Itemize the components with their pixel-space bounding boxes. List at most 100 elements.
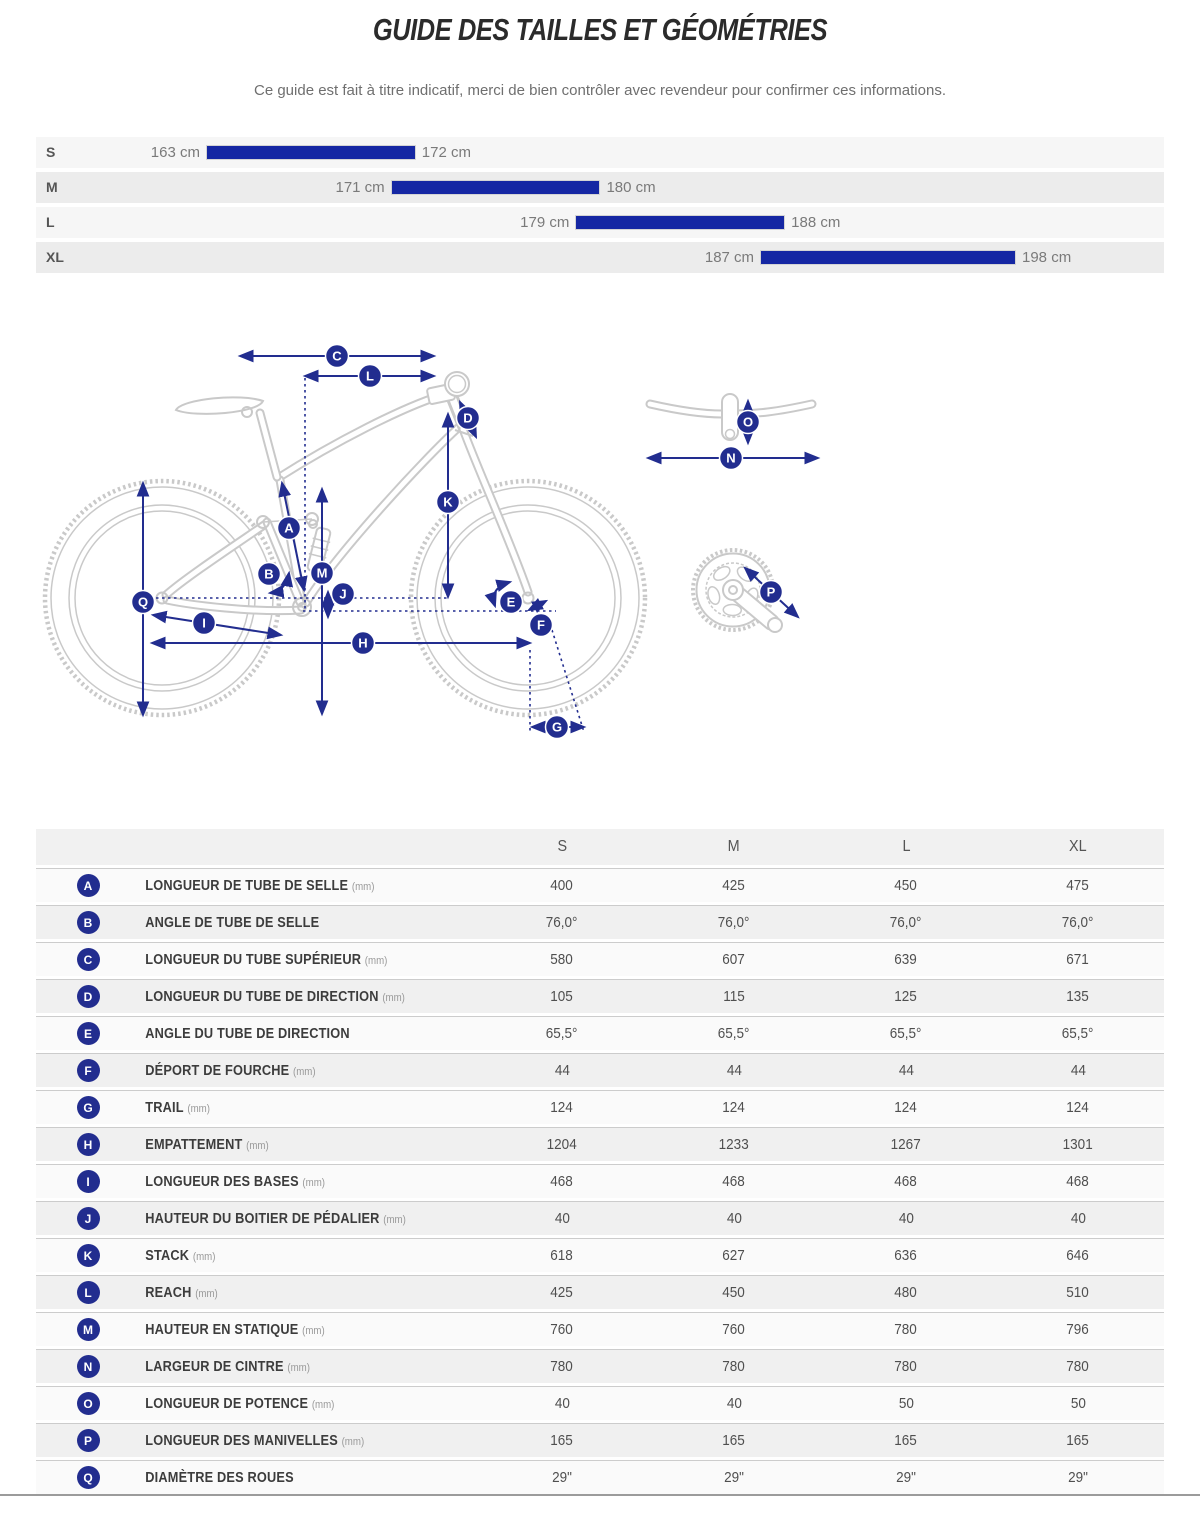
column-header-s: S [557, 838, 567, 855]
geometry-value: 760 [722, 1321, 746, 1338]
row-letter-badge: A [76, 874, 100, 897]
row-label: HAUTEUR EN STATIQUE [145, 1322, 299, 1338]
height-to-label: 198 cm [1022, 249, 1072, 266]
row-unit: (mm) [293, 1066, 316, 1078]
geometry-value: 671 [1066, 951, 1090, 968]
diagram-badge-J: J [330, 581, 356, 607]
row-label: DIAMÈTRE DES ROUES [145, 1470, 294, 1486]
row-label: ANGLE DU TUBE DE DIRECTION [145, 1026, 350, 1042]
svg-text:D: D [463, 411, 472, 426]
row-letter-badge: O [76, 1392, 100, 1415]
size-range-bar [207, 146, 415, 159]
geometry-value: 480 [894, 1284, 918, 1301]
geometry-value: 468 [722, 1173, 746, 1190]
geometry-value: 450 [722, 1284, 746, 1301]
row-label: ANGLE DE TUBE DE SELLE [145, 915, 320, 931]
row-label: LONGUEUR DES BASES [145, 1174, 299, 1190]
row-letter-badge: N [76, 1355, 100, 1378]
geometry-value: 44 [1070, 1062, 1086, 1079]
row-letter-badge: E [76, 1022, 100, 1045]
geometry-value: 29" [724, 1469, 744, 1486]
diagram-badge-H: H [350, 630, 376, 656]
geometry-value: 50 [1070, 1395, 1086, 1412]
row-label: TRAIL [145, 1100, 184, 1116]
geometry-value: 400 [550, 877, 574, 894]
svg-text:N: N [726, 451, 735, 466]
geometry-value: 639 [894, 951, 918, 968]
geometry-value: 65,5° [1062, 1025, 1094, 1042]
diagram-badge-E: E [498, 589, 524, 615]
row-unit: (mm) [195, 1288, 218, 1300]
height-from-label: 179 cm [520, 214, 570, 231]
handlebar-side [426, 371, 470, 405]
row-letter-badge: I [76, 1170, 100, 1193]
row-letter-badge: H [76, 1133, 100, 1156]
column-header-xl: XL [1069, 838, 1087, 855]
arrow-B-arc [267, 570, 294, 598]
row-letter-badge: M [76, 1318, 100, 1341]
svg-text:Q: Q [138, 595, 148, 610]
geometry-value: 76,0° [718, 914, 750, 931]
height-to-label: 180 cm [606, 179, 656, 196]
diagram-badge-P: P [758, 579, 784, 605]
geometry-value: 40 [726, 1395, 742, 1412]
size-label: S [46, 144, 56, 160]
geometry-value: 165 [550, 1432, 574, 1449]
size-range-bar [576, 216, 785, 229]
row-label: LONGUEUR DU TUBE SUPÉRIEUR [145, 952, 362, 968]
svg-text:P: P [767, 585, 776, 600]
height-from-label: 187 cm [704, 249, 755, 266]
size-row-XL: XL 187 cm 198 cm [36, 242, 1164, 273]
geometry-value: 125 [894, 988, 918, 1005]
geometry-value: 165 [722, 1432, 746, 1449]
geometry-value: 780 [1066, 1358, 1090, 1375]
diagram-badge-A: A [276, 515, 302, 541]
height-to-label: 188 cm [791, 214, 841, 231]
geometry-value: 468 [894, 1173, 918, 1190]
geometry-value: 780 [894, 1321, 918, 1338]
svg-text:G: G [552, 720, 562, 735]
height-to-label: 172 cm [421, 144, 471, 161]
geometry-value: 124 [550, 1099, 574, 1116]
page-subtitle: Ce guide est fait à titre indicatif, mer… [254, 82, 946, 99]
row-label: LONGUEUR DU TUBE DE DIRECTION [145, 989, 379, 1005]
row-letter-badge: P [76, 1429, 100, 1452]
row-unit: (mm) [383, 1214, 406, 1226]
geometry-value: 29" [896, 1469, 916, 1486]
row-label: LARGEUR DE CINTRE [145, 1359, 284, 1375]
row-label: HAUTEUR DU BOITIER DE PÉDALIER [145, 1211, 380, 1227]
row-letter-badge: C [76, 948, 100, 971]
svg-text:C: C [332, 349, 342, 364]
row-unit: (mm) [192, 1251, 216, 1263]
svg-text:F: F [537, 618, 545, 633]
diagram-badge-M: M [309, 560, 335, 586]
diagram-badge-L: L [357, 363, 383, 389]
geometry-value: 40 [554, 1395, 570, 1412]
row-label: STACK [145, 1248, 190, 1264]
geometry-value: 65,5° [890, 1025, 922, 1042]
svg-text:A: A [284, 521, 294, 536]
geometry-value: 44 [554, 1062, 570, 1079]
geometry-value: 1204 [546, 1136, 578, 1153]
geometry-value: 1267 [890, 1136, 922, 1153]
geometry-value: 425 [722, 877, 746, 894]
row-label: REACH [145, 1285, 192, 1301]
size-label: XL [46, 249, 64, 265]
front-wheel [408, 478, 648, 718]
diagram-badge-F: F [528, 612, 554, 638]
arrow-E-arc [484, 579, 513, 609]
geometry-value: 76,0° [890, 914, 922, 931]
diagram-badge-D: D [455, 405, 481, 431]
column-header-l: L [901, 838, 911, 855]
